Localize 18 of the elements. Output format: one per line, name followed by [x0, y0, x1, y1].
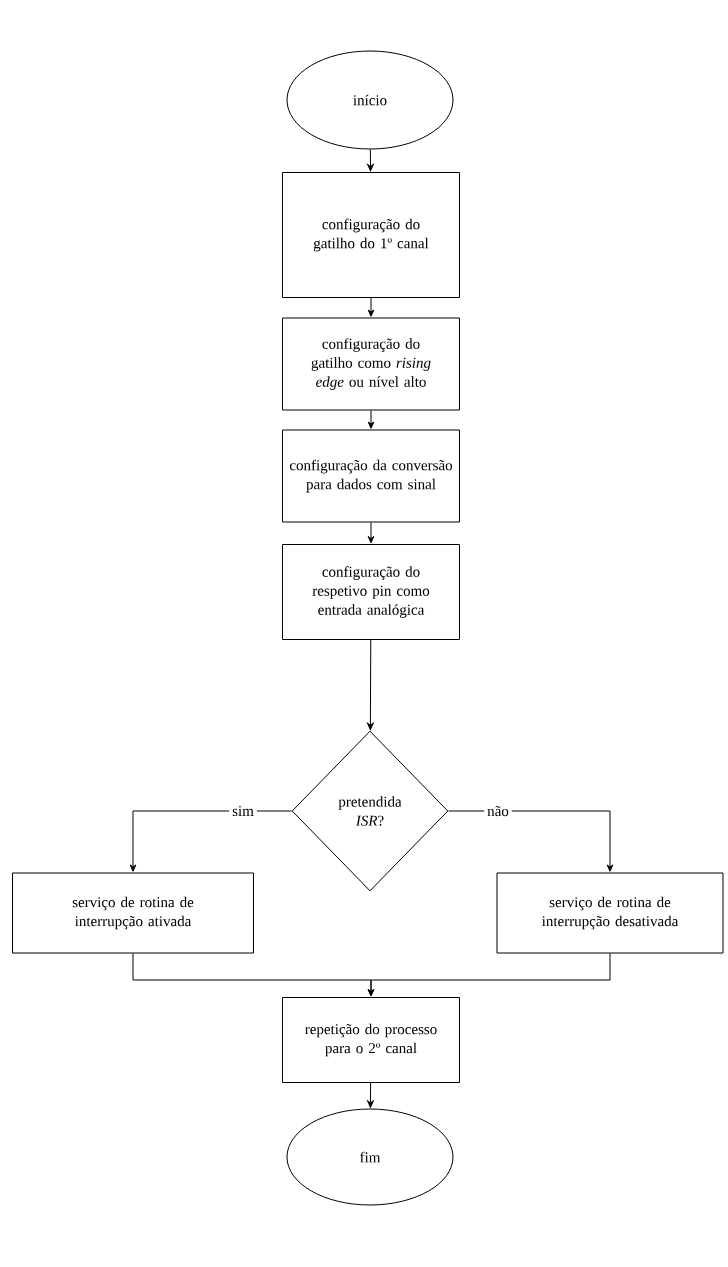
arrow: [367, 522, 375, 544]
arrow: [367, 1082, 374, 1108]
arrow: [367, 639, 374, 731]
edge-label: sim: [229, 802, 257, 820]
process-box: repetição do processo para o 2º canal: [282, 997, 460, 1083]
process-box: serviço de rotina de interrupção ativada: [12, 872, 254, 954]
arrow: [367, 410, 375, 429]
process-box: configuração da conversão para dados com sinal: [282, 429, 460, 523]
process-box: configuração do gatilho como rising edge ou nível alto: [282, 317, 460, 411]
arrow: [367, 149, 374, 172]
edge-label: não: [484, 802, 512, 820]
arrow: [129, 810, 292, 872]
process-box: serviço de rotina de interrupção desativada: [496, 872, 724, 954]
arrow: [367, 297, 375, 317]
process-box: configuração do gatilho do 1º canal: [282, 172, 460, 298]
process-box: configuração do respetivo pin como entrada analógica: [282, 544, 460, 640]
arrow: [367, 953, 611, 997]
arrow: [448, 810, 614, 872]
